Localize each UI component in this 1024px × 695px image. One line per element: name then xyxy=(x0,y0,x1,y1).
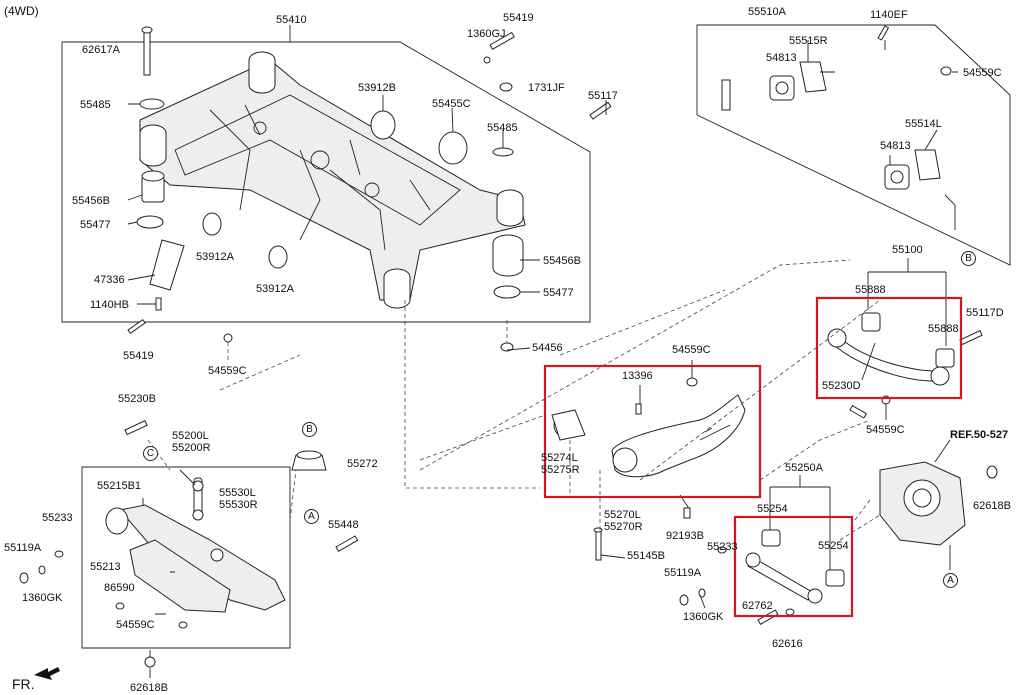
part-label[interactable]: 62617A xyxy=(82,44,120,56)
callout-marker[interactable]: A xyxy=(943,573,958,588)
part-label[interactable]: 55270R xyxy=(604,521,643,533)
part-label[interactable]: 55119A xyxy=(664,567,702,579)
part-label[interactable]: 55419 xyxy=(503,12,534,24)
part-label[interactable]: 55213 xyxy=(90,561,121,573)
part-label[interactable]: 55117D xyxy=(966,307,1004,319)
part-label[interactable]: 53912A xyxy=(256,283,294,295)
part-label[interactable]: 55456B xyxy=(72,195,110,207)
part-label[interactable]: 55200L xyxy=(172,430,209,442)
part-label[interactable]: 55485 xyxy=(487,122,518,134)
part-label[interactable]: REF.50-527 xyxy=(950,429,1009,441)
part-label[interactable]: 55419 xyxy=(123,350,154,362)
stabilizer-group-box xyxy=(696,24,1011,266)
subframe-leaders xyxy=(127,25,607,360)
part-label[interactable]: 55485 xyxy=(80,99,111,111)
part-label[interactable]: 55477 xyxy=(80,219,111,231)
callout-marker[interactable]: B xyxy=(302,422,317,437)
upper-arm-55100 xyxy=(827,258,983,420)
callout-marker[interactable]: A xyxy=(304,509,319,524)
part-label[interactable]: 1360GK xyxy=(683,611,724,623)
front-arrow-icon xyxy=(34,667,60,680)
diagram-title: (4WD) xyxy=(4,4,39,18)
part-label[interactable]: 55274L xyxy=(541,452,578,464)
lower-arm-55215 xyxy=(19,420,359,678)
part-label[interactable]: 55100 xyxy=(892,244,923,256)
part-label[interactable]: 54813 xyxy=(766,52,797,64)
part-label[interactable]: 55888 xyxy=(928,323,959,335)
part-label[interactable]: 55215B1 xyxy=(97,480,142,492)
part-label[interactable]: 55230D xyxy=(822,380,861,392)
part-label[interactable]: 55200R xyxy=(172,442,211,454)
part-label[interactable]: 55514L xyxy=(905,118,942,130)
part-label[interactable]: 62616 xyxy=(772,638,803,650)
part-label[interactable]: 92193B xyxy=(666,530,704,542)
part-label[interactable]: 55530L xyxy=(219,487,256,499)
part-label[interactable]: 1140EF xyxy=(870,9,908,21)
part-label[interactable]: 54456 xyxy=(532,342,563,354)
part-label[interactable]: 55117 xyxy=(588,90,618,102)
part-label[interactable]: 55119A xyxy=(4,542,42,554)
knuckle xyxy=(879,439,998,570)
callout-marker[interactable]: B xyxy=(961,251,976,266)
highlight-box-lower-arm xyxy=(733,515,854,618)
subframe-group-box xyxy=(61,41,591,323)
subframe-assembly xyxy=(139,51,526,309)
subframe-small-parts xyxy=(127,26,612,352)
highlight-box-trailing-arm xyxy=(543,364,762,499)
part-label[interactable]: 86590 xyxy=(104,582,135,594)
callout-marker[interactable]: C xyxy=(143,446,158,461)
misc-bolts xyxy=(593,527,727,609)
part-label[interactable]: 54559C xyxy=(963,67,1002,79)
highlight-box-upper-arm xyxy=(815,296,963,400)
part-label[interactable]: 55272 xyxy=(347,458,378,470)
part-label[interactable]: 62618B xyxy=(973,500,1011,512)
part-label[interactable]: 54559C xyxy=(866,424,905,436)
part-label[interactable]: 53912B xyxy=(358,82,396,94)
part-label[interactable]: 55510A xyxy=(748,6,786,18)
part-label[interactable]: 55233 xyxy=(707,541,738,553)
part-label[interactable]: 55530R xyxy=(219,499,258,511)
part-label[interactable]: 55254 xyxy=(757,503,788,515)
part-label[interactable]: 54559C xyxy=(672,344,711,356)
front-direction-label: FR. xyxy=(12,676,35,692)
stabilizer-bar xyxy=(719,25,958,230)
part-label[interactable]: 55448 xyxy=(328,519,359,531)
part-label[interactable]: 1731JF xyxy=(528,82,565,94)
trailing-arm xyxy=(551,360,746,519)
part-label[interactable]: 55456B xyxy=(543,255,581,267)
part-label[interactable]: 55270L xyxy=(604,509,641,521)
part-label[interactable]: 55477 xyxy=(543,287,574,299)
part-label[interactable]: 53912A xyxy=(196,251,234,263)
part-label[interactable]: 55250A xyxy=(785,462,823,474)
part-label[interactable]: 47336 xyxy=(94,274,125,286)
part-label[interactable]: 54813 xyxy=(880,140,911,152)
part-label[interactable]: 1140HB xyxy=(90,299,129,311)
part-label[interactable]: 55410 xyxy=(276,14,307,26)
part-label[interactable]: 1360GK xyxy=(22,592,63,604)
part-label[interactable]: 54559C xyxy=(208,365,247,377)
part-label[interactable]: 1360GJ xyxy=(467,28,506,40)
part-label[interactable]: 54559C xyxy=(116,619,155,631)
part-label[interactable]: 62762 xyxy=(742,600,773,612)
part-label[interactable]: 55230B xyxy=(118,393,156,405)
part-label[interactable]: 55515R xyxy=(789,35,828,47)
part-label[interactable]: 55888 xyxy=(855,284,886,296)
part-label[interactable]: 55275R xyxy=(541,464,580,476)
lower-arm-group-box xyxy=(81,466,291,649)
part-label[interactable]: 55233 xyxy=(42,512,73,524)
part-label[interactable]: 55455C xyxy=(432,98,471,110)
part-label[interactable]: 62618B xyxy=(130,682,168,694)
part-label[interactable]: 13396 xyxy=(622,370,653,382)
part-label[interactable]: 55145B xyxy=(627,550,665,562)
part-label[interactable]: 55254 xyxy=(818,540,849,552)
